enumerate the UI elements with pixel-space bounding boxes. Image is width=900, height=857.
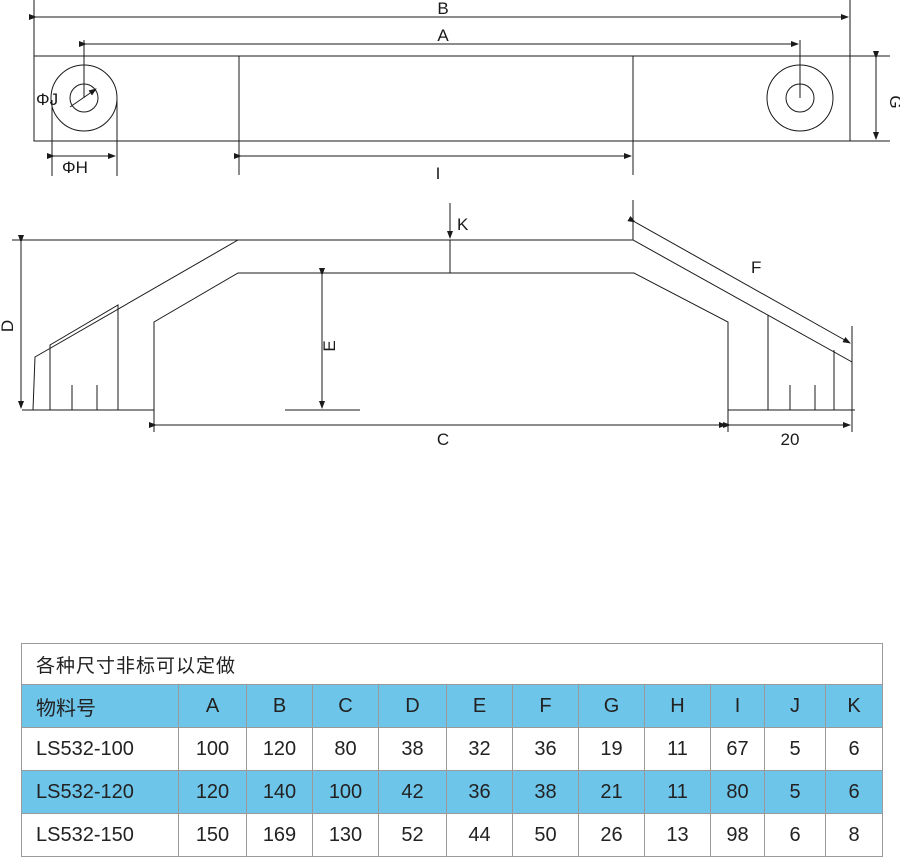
cell-value: 100 xyxy=(178,727,247,771)
cell-value: 169 xyxy=(246,813,313,857)
header-b: B xyxy=(246,684,313,728)
technical-drawing: B A G ΦJ ΦH I K F D E C 20 xyxy=(0,0,900,449)
cell-value: 100 xyxy=(312,770,379,814)
label-e: E xyxy=(320,340,339,351)
handle-inner-arch xyxy=(153,272,729,410)
cell-value: 140 xyxy=(246,770,313,814)
cell-value: 11 xyxy=(644,770,711,814)
cell-value: 80 xyxy=(710,770,765,814)
cell-value: 67 xyxy=(710,727,765,771)
cell-value: 130 xyxy=(312,813,379,857)
cell-value: 98 xyxy=(710,813,765,857)
cell-value: 8 xyxy=(824,813,884,857)
cell-value: 42 xyxy=(378,770,447,814)
cell-value: 21 xyxy=(578,770,645,814)
cell-part-number: LS532-120 xyxy=(21,770,179,814)
label-b: B xyxy=(437,0,448,18)
side-view xyxy=(12,200,855,432)
cell-value: 26 xyxy=(578,813,645,857)
label-g: G xyxy=(886,95,900,108)
cell-value: 6 xyxy=(824,727,884,771)
header-d: D xyxy=(378,684,447,728)
cell-value: 52 xyxy=(378,813,447,857)
cell-value: 50 xyxy=(512,813,579,857)
cell-part-number: LS532-100 xyxy=(21,727,179,771)
cell-value: 80 xyxy=(312,727,379,771)
header-f: F xyxy=(512,684,579,728)
cell-value: 32 xyxy=(446,727,513,771)
label-d: D xyxy=(0,320,17,332)
header-g: G xyxy=(578,684,645,728)
cell-value: 5 xyxy=(764,727,826,771)
cell-value: 5 xyxy=(764,770,826,814)
cell-value: 150 xyxy=(178,813,247,857)
cell-value: 38 xyxy=(512,770,579,814)
label-k: K xyxy=(457,215,469,234)
cell-value: 6 xyxy=(824,770,884,814)
header-c: C xyxy=(312,684,379,728)
cell-value: 19 xyxy=(578,727,645,771)
header-part-number: 物料号 xyxy=(21,684,179,728)
top-view xyxy=(29,0,890,176)
handle-inner-profile xyxy=(49,304,119,410)
cell-value: 38 xyxy=(378,727,447,771)
cell-value: 13 xyxy=(644,813,711,857)
header-e: E xyxy=(446,684,513,728)
header-h: H xyxy=(644,684,711,728)
header-a: A xyxy=(178,684,247,728)
header-j: J xyxy=(764,684,826,728)
label-c: C xyxy=(437,430,449,449)
label-phi-j: ΦJ xyxy=(36,90,58,109)
label-i: I xyxy=(436,164,441,183)
handle-outer-profile xyxy=(22,239,855,411)
cell-value: 120 xyxy=(246,727,313,771)
top-view-outline xyxy=(33,55,851,142)
label-f: F xyxy=(751,258,761,277)
dim-line-f xyxy=(627,215,851,344)
header-k: K xyxy=(824,684,884,728)
label-phi-h: ΦH xyxy=(62,158,88,177)
cell-value: 36 xyxy=(446,770,513,814)
table-note: 各种尺寸非标可以定做 xyxy=(20,643,884,685)
dim-line-j xyxy=(69,88,97,108)
label-a: A xyxy=(437,26,449,45)
cell-value: 36 xyxy=(512,727,579,771)
cell-value: 6 xyxy=(764,813,826,857)
cell-value: 120 xyxy=(178,770,247,814)
cell-value: 44 xyxy=(446,813,513,857)
cell-value: 11 xyxy=(644,727,711,771)
cell-part-number: LS532-150 xyxy=(21,813,179,857)
header-i: I xyxy=(710,684,765,728)
label-20: 20 xyxy=(781,430,800,449)
